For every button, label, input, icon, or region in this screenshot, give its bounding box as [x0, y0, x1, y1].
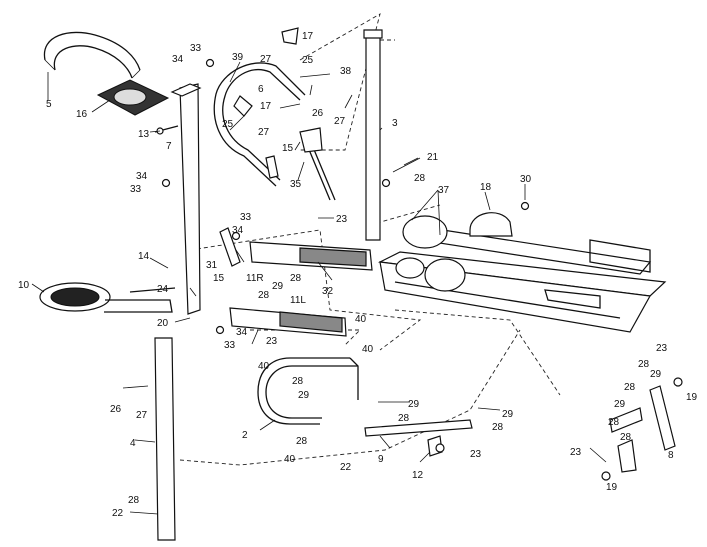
label-l23e: 23 [570, 447, 582, 458]
label-l39: 39 [232, 52, 244, 63]
label-l34a: 34 [172, 54, 184, 65]
label-l40d: 40 [284, 454, 296, 465]
label-l23d: 23 [656, 343, 668, 354]
label-l3: 3 [392, 118, 398, 129]
label-l4: 4 [130, 438, 136, 449]
label-l23a: 23 [336, 214, 348, 225]
label-l27d: 27 [136, 410, 148, 421]
label-l33d: 33 [224, 340, 236, 351]
label-l25a: 25 [302, 55, 314, 66]
label-l33b: 33 [130, 184, 142, 195]
part-8-stabilizer [609, 385, 676, 473]
part-5-strap [43, 31, 141, 79]
label-l14: 14 [138, 251, 150, 262]
part-2-frame [257, 357, 359, 425]
label-l40a: 40 [355, 314, 367, 325]
label-l38: 38 [340, 66, 352, 77]
label-l28k: 28 [638, 359, 650, 370]
label-l33c: 33 [240, 212, 252, 223]
label-l35: 35 [290, 179, 302, 190]
label-l29c: 29 [408, 399, 420, 410]
part-number-labels: 5 16 33 34 39 27 25 17 6 26 38 27 3 17 2… [18, 31, 698, 519]
label-l2: 2 [242, 430, 248, 441]
label-l26b: 26 [110, 404, 122, 415]
label-l21: 21 [427, 152, 439, 163]
label-l34b: 34 [136, 171, 148, 182]
label-l29e: 29 [614, 399, 626, 410]
label-l11l: 11L [290, 295, 306, 306]
label-l32: 32 [322, 286, 334, 297]
part-18-flywheels [395, 212, 513, 292]
label-l34c: 34 [232, 225, 244, 236]
label-l30: 30 [520, 174, 532, 185]
label-l28b: 28 [290, 273, 302, 284]
label-l20: 20 [157, 318, 169, 329]
label-l10: 10 [18, 280, 30, 291]
label-l18: 18 [480, 182, 492, 193]
label-l28e: 28 [398, 413, 410, 424]
label-l17b: 17 [260, 101, 272, 112]
label-l34d: 34 [236, 327, 248, 338]
leader-lines [31, 61, 607, 463]
label-l28i: 28 [624, 382, 636, 393]
part-9-rail [364, 419, 473, 437]
label-l9: 9 [378, 454, 384, 465]
label-l8: 8 [668, 450, 674, 461]
part-16-console [96, 79, 170, 116]
label-l28f: 28 [296, 436, 308, 447]
label-l24: 24 [157, 284, 169, 295]
label-l28j: 28 [620, 432, 632, 443]
part-13-knob [154, 125, 179, 135]
label-l12: 12 [412, 470, 424, 481]
label-l22b: 22 [112, 508, 124, 519]
label-l11r: 11R [246, 273, 264, 284]
label-l26a: 26 [312, 108, 324, 119]
label-l19b: 19 [606, 482, 618, 493]
label-l37: 37 [438, 185, 450, 196]
part-35-brake [299, 127, 336, 201]
label-l13: 13 [138, 129, 150, 140]
label-l33a: 33 [190, 43, 202, 54]
label-l19a: 19 [686, 392, 698, 403]
label-l28l: 28 [128, 495, 140, 506]
label-l15a: 15 [282, 143, 294, 154]
part-15-cylinders [219, 155, 279, 267]
label-l23c: 23 [470, 449, 482, 460]
part-4-post [154, 337, 176, 541]
label-l5: 5 [46, 99, 52, 110]
label-l40b: 40 [362, 344, 374, 355]
label-l27c: 27 [258, 127, 270, 138]
label-l29f: 29 [650, 369, 662, 380]
part-6-handlebar [213, 62, 306, 187]
label-l22a: 22 [340, 462, 352, 473]
part-3-upright [363, 29, 383, 241]
label-l17a: 17 [302, 31, 314, 42]
label-l25b: 25 [222, 119, 234, 130]
label-l27b: 27 [334, 116, 346, 127]
label-l28c: 28 [258, 290, 270, 301]
label-l15b: 15 [213, 273, 225, 284]
part-10-base [39, 282, 176, 313]
label-l16: 16 [76, 109, 88, 120]
label-l29b: 29 [298, 390, 310, 401]
label-l28h: 28 [608, 417, 620, 428]
label-l28d: 28 [292, 376, 304, 387]
label-l31: 31 [206, 260, 218, 271]
label-l28g: 28 [492, 422, 504, 433]
label-l27a: 27 [260, 54, 272, 65]
label-l29d: 29 [502, 409, 514, 420]
part-17-caps [281, 27, 299, 45]
label-l40c: 40 [258, 361, 270, 372]
part-11-pedals [229, 241, 373, 337]
label-l7: 7 [166, 141, 172, 152]
fasteners [122, 58, 683, 515]
label-l29a: 29 [272, 281, 284, 292]
label-l23b: 23 [266, 336, 278, 347]
label-l28a: 28 [414, 173, 426, 184]
label-l6: 6 [258, 84, 264, 95]
part-7-column [170, 83, 202, 315]
